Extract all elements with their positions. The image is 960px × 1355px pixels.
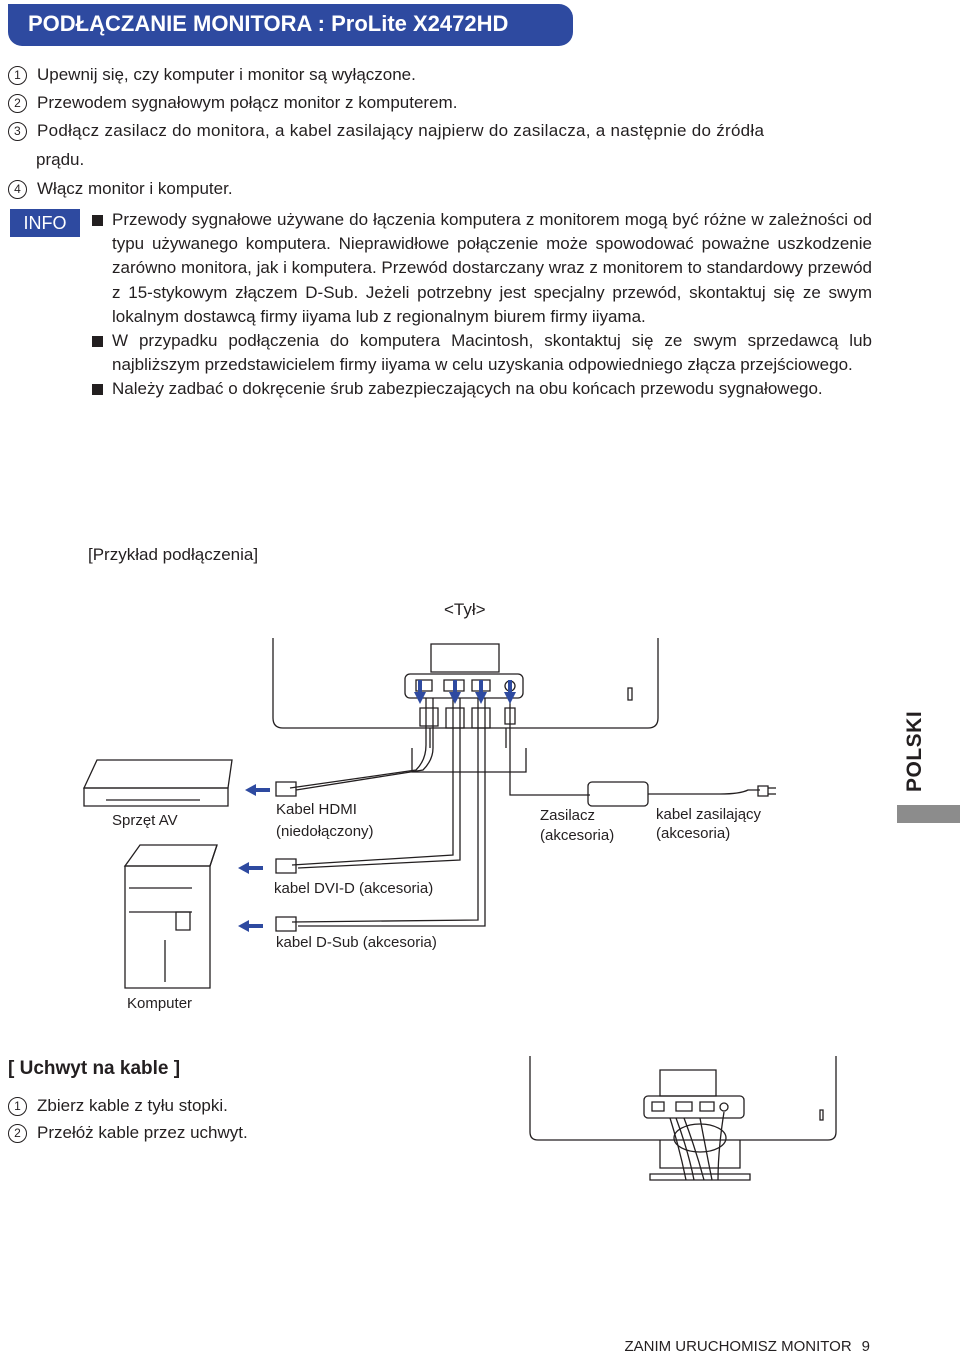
computer-icon [125, 845, 217, 866]
step-4: 4 Włącz monitor i komputer. [8, 179, 233, 199]
step-1: 1 Upewnij się, czy komputer i monitor są … [8, 65, 416, 85]
dvi-port [416, 680, 432, 691]
monitor-outline [273, 638, 658, 728]
step-3-continued: prądu. [36, 150, 85, 169]
page-title: PODŁĄCZANIE MONITORA : ProLite X2472HD [28, 11, 509, 36]
step-number: 1 [8, 66, 27, 85]
power-cable-note: (akcesoria) [656, 825, 731, 842]
arrow-icon [238, 862, 263, 874]
dsub-plug-icon [472, 708, 490, 728]
step-text: Podłącz zasilacz do monitora, a kabel za… [37, 121, 765, 140]
cable-holder-icon [674, 1124, 726, 1152]
hdmi-end-plug-icon [276, 782, 296, 796]
adapter-note: (akcesoria) [540, 827, 615, 844]
step-text: Upewnij się, czy komputer i monitor są w… [37, 65, 416, 84]
info-item: Należy zadbać o dokręcenie śrub zabezpie… [90, 377, 872, 401]
adapter-cable [510, 692, 590, 795]
arrow-icon [238, 920, 263, 932]
power-cable-label: kabel zasilający [656, 806, 762, 823]
step-text: Zbierz kable z tyłu stopki. [37, 1096, 228, 1115]
step-text: Przełóż kable przez uchwyt. [37, 1123, 248, 1142]
power-plug-icon [758, 786, 768, 796]
arrow-icon [414, 680, 426, 704]
power-button-icon [820, 1110, 823, 1120]
connector-panel [644, 1096, 744, 1118]
power-cable [648, 790, 760, 794]
adapter-label: Zasilacz [540, 807, 596, 824]
info-item: W przypadku podłączenia do komputera Mac… [90, 329, 872, 377]
dvi-end-plug-icon [276, 859, 296, 873]
monitor-label-plate [660, 1070, 716, 1096]
arrow-icon [504, 680, 516, 704]
computer-label: Komputer [127, 995, 193, 1012]
hdmi-plug-icon [420, 708, 438, 726]
dvi-cable-label: kabel DVI-D (akcesoria) [274, 880, 434, 897]
info-badge: INFO [10, 209, 80, 237]
arrow-icon [449, 680, 461, 704]
rear-label: <Tył> [444, 600, 486, 619]
hdmi-cable [290, 698, 426, 788]
cable-holder-title: [ Uchwyt na kable ] [8, 1058, 181, 1079]
monitor-label-plate [431, 644, 499, 672]
page-number: 9 [861, 1338, 870, 1355]
arrow-icon [475, 680, 487, 704]
power-adapter-icon [588, 782, 648, 806]
power-button-icon [628, 688, 632, 700]
av-device-icon [84, 760, 232, 788]
info-item: Przewody sygnałowe używane do łączenia k… [90, 208, 872, 329]
hdmi-cable-note: (niedołączony) [276, 823, 374, 840]
info-block: Przewody sygnałowe używane do łączenia k… [90, 208, 872, 402]
dvi-plug-icon [446, 708, 464, 728]
arrow-icon [245, 784, 270, 796]
step-number: 2 [8, 1124, 27, 1143]
connection-diagram [0, 630, 960, 1030]
page-footer: ZANIM URUCHOMISZ MONITOR 9 [624, 1338, 870, 1355]
dsub-cable-label: kabel D-Sub (akcesoria) [276, 934, 437, 951]
example-label: [Przykład podłączenia] [88, 545, 259, 564]
step-2: 2 Przewodem sygnałowym połącz monitor z k… [8, 93, 457, 113]
step-number: 2 [8, 94, 27, 113]
step-3: 3 Podłącz zasilacz do monitora, a kabel z… [8, 121, 764, 141]
dvi-cable [292, 698, 453, 865]
av-device-label: Sprzęt AV [112, 812, 178, 829]
hdmi-cable-label: Kabel HDMI [276, 801, 357, 818]
holder-step-1: 1 Zbierz kable z tyłu stopki. [8, 1096, 228, 1116]
step-number: 4 [8, 180, 27, 199]
step-text: Włącz monitor i komputer. [37, 179, 233, 198]
title-bar [8, 4, 573, 46]
footer-text: ZANIM URUCHOMISZ MONITOR [624, 1338, 852, 1355]
step-number: 3 [8, 122, 27, 141]
language-tab-label: POLSKI [903, 710, 926, 792]
language-tab: POLSKI [897, 705, 960, 823]
step-number: 1 [8, 1097, 27, 1116]
dsub-end-plug-icon [276, 917, 296, 931]
dc-plug-icon [505, 708, 515, 724]
dsub-cable [292, 698, 478, 922]
connector-panel [405, 674, 523, 698]
language-tab-bar [897, 805, 960, 823]
cable-holder-diagram [520, 1050, 860, 1190]
holder-step-2: 2 Przełóż kable przez uchwyt. [8, 1123, 248, 1143]
step-text: Przewodem sygnałowym połącz monitor z ko… [37, 93, 458, 112]
monitor-stand [412, 748, 526, 772]
